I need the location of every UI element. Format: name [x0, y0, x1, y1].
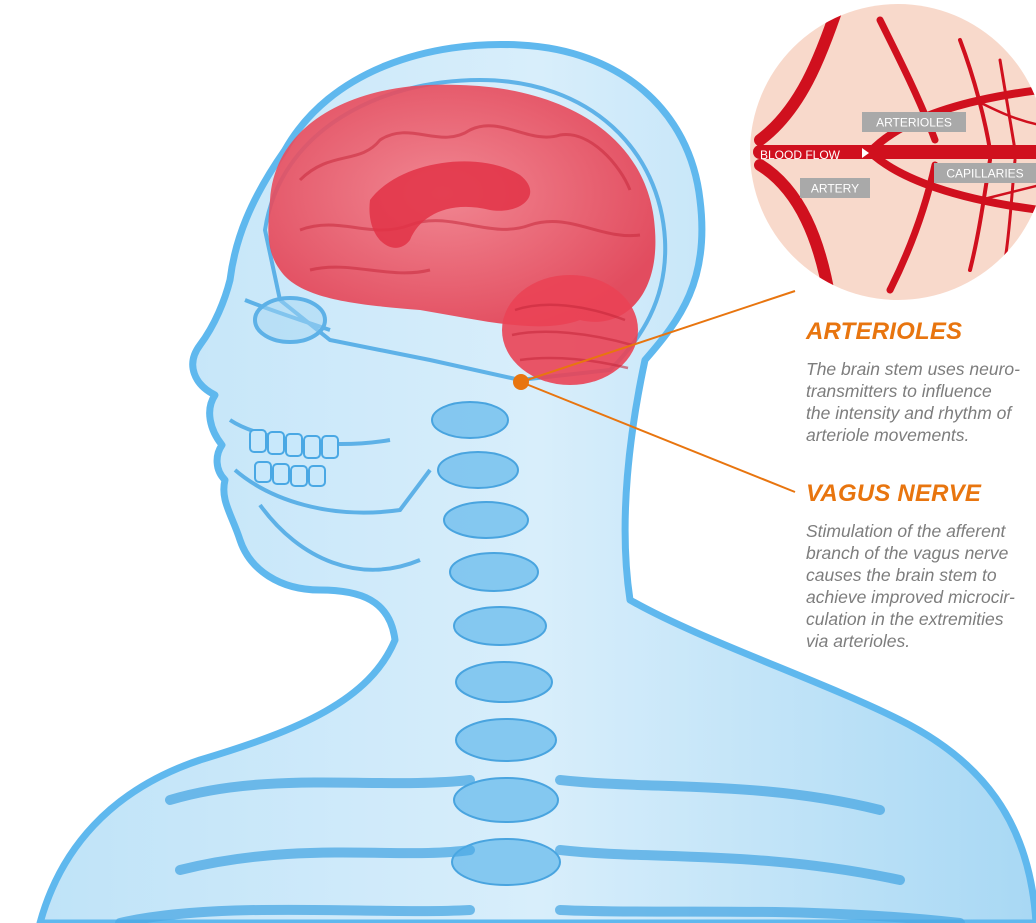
- vagus-nerve-description-line: branch of the vagus nerve: [806, 542, 1015, 564]
- svg-text:BLOOD FLOW: BLOOD FLOW: [760, 148, 841, 162]
- vagus-nerve-description-line: via arterioles.: [806, 630, 1015, 652]
- inset-label-arterioles: ARTERIOLES: [862, 112, 966, 132]
- blood-vessel-inset: ARTERIOLES BLOOD FLOW ARTERY CAPILLARIES: [750, 0, 1036, 300]
- inset-label-capillaries: CAPILLARIES: [934, 163, 1036, 183]
- arterioles-description-line: arteriole movements.: [806, 424, 1020, 446]
- vagus-nerve-description-line: culation in the extremities: [806, 608, 1015, 630]
- svg-text:ARTERY: ARTERY: [811, 182, 859, 196]
- arterioles-heading: ARTERIOLES: [806, 318, 962, 346]
- arterioles-description-line: the intensity and rhythm of: [806, 402, 1020, 424]
- arterioles-description-line: The brain stem uses neuro-: [806, 358, 1020, 380]
- vagus-nerve-description: Stimulation of the afferent branch of th…: [806, 520, 1015, 652]
- svg-text:ARTERIOLES: ARTERIOLES: [876, 116, 952, 130]
- arterioles-description: The brain stem uses neuro- transmitters …: [806, 358, 1020, 446]
- vagus-nerve-heading: VAGUS NERVE: [806, 480, 981, 508]
- inset-label-artery: ARTERY: [800, 178, 870, 198]
- vagus-nerve-description-line: achieve improved microcir-: [806, 586, 1015, 608]
- vagus-nerve-description-line: causes the brain stem to: [806, 564, 1015, 586]
- arterioles-description-line: transmitters to influence: [806, 380, 1020, 402]
- svg-text:CAPILLARIES: CAPILLARIES: [946, 167, 1023, 181]
- brain-stem-marker: [513, 374, 529, 390]
- vagus-nerve-description-line: Stimulation of the afferent: [806, 520, 1015, 542]
